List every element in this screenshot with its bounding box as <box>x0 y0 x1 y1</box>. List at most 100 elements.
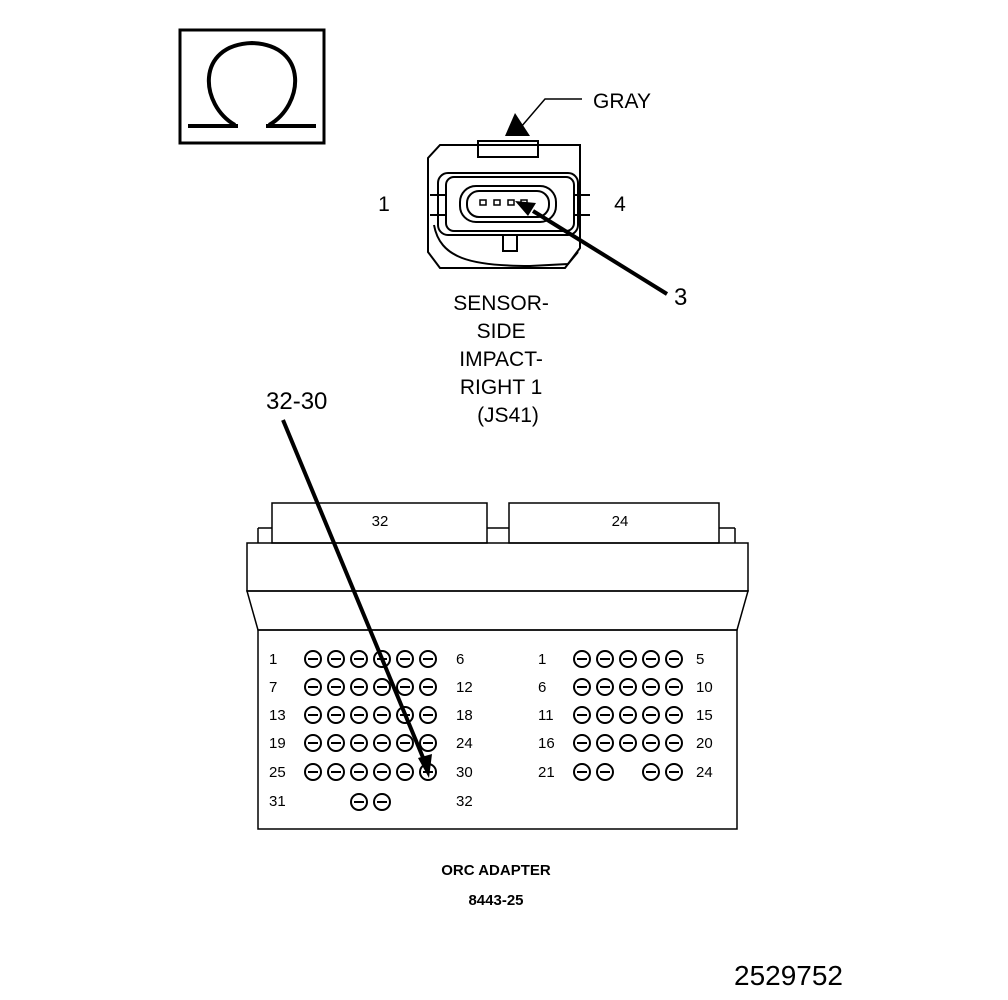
pin-hole <box>596 734 614 752</box>
adapter-pin-leader-arrow <box>418 754 432 778</box>
pin-hole <box>350 706 368 724</box>
pin-hole <box>573 706 591 724</box>
pin-hole <box>642 678 660 696</box>
pin-hole <box>327 763 345 781</box>
pin-hole <box>665 650 683 668</box>
right-header-label: 24 <box>612 513 629 530</box>
pin-hole <box>619 706 637 724</box>
pin-hole <box>642 734 660 752</box>
pin-hole <box>304 763 322 781</box>
left-pin-holes <box>304 650 437 811</box>
pin-hole <box>573 763 591 781</box>
sensor-connector <box>427 140 590 269</box>
sensor-name-line: RIGHT 1 <box>460 376 542 399</box>
pin-hole <box>373 734 391 752</box>
row-start-label: 6 <box>538 679 546 696</box>
sensor-pin-4-label: 4 <box>614 193 626 216</box>
row-start-label: 13 <box>269 707 286 724</box>
row-end-label: 32 <box>456 793 473 810</box>
row-end-label: 24 <box>456 735 473 752</box>
pin-hole <box>304 650 322 668</box>
row-end-label: 18 <box>456 707 473 724</box>
row-end-label: 6 <box>456 651 464 668</box>
right-pin-holes <box>573 650 683 781</box>
pin-hole <box>327 706 345 724</box>
row-start-label: 31 <box>269 793 286 810</box>
pin-hole <box>596 650 614 668</box>
pin-hole <box>596 678 614 696</box>
sensor-pin-1-label: 1 <box>378 193 390 216</box>
row-start-label: 25 <box>269 764 286 781</box>
row-start-label: 19 <box>269 735 286 752</box>
pin-hole <box>642 706 660 724</box>
pin-hole <box>396 678 414 696</box>
adapter-title: ORC ADAPTER <box>441 862 551 879</box>
gray-leader-arrow <box>505 113 530 136</box>
adapter-pin-leader-line <box>281 419 426 761</box>
pin-3-leader-line <box>531 209 669 296</box>
pin-hole <box>327 678 345 696</box>
pin-hole <box>373 763 391 781</box>
row-end-label: 12 <box>456 679 473 696</box>
orc-adapter-body <box>246 502 749 830</box>
row-start-label: 11 <box>538 707 554 724</box>
pin-hole <box>642 650 660 668</box>
pin-hole <box>665 734 683 752</box>
pin-hole <box>350 734 368 752</box>
pin-hole <box>419 706 437 724</box>
pin-hole <box>396 706 414 724</box>
pin-hole <box>373 706 391 724</box>
pin-hole <box>304 678 322 696</box>
pin-3-callout: 3 <box>674 284 687 311</box>
pin-hole <box>373 678 391 696</box>
pin-hole <box>350 678 368 696</box>
pin-hole <box>304 706 322 724</box>
row-start-label: 1 <box>538 651 546 668</box>
pin-hole <box>350 650 368 668</box>
pin-hole <box>419 678 437 696</box>
pin-hole <box>665 763 683 781</box>
row-start-label: 1 <box>269 651 277 668</box>
row-start-label: 21 <box>538 764 555 781</box>
pin-hole <box>573 678 591 696</box>
pin-hole <box>396 763 414 781</box>
pin-hole <box>596 706 614 724</box>
row-end-label: 10 <box>696 679 713 696</box>
pin-3-leader-arrow <box>515 201 536 216</box>
pin-hole <box>327 650 345 668</box>
sensor-name-line: SIDE <box>477 320 526 343</box>
ohmmeter-icon <box>178 28 326 145</box>
pin-hole <box>619 734 637 752</box>
pin-hole <box>619 678 637 696</box>
sensor-name-line: IMPACT- <box>459 348 543 371</box>
pin-hole <box>573 650 591 668</box>
left-pin-block: 1 6 7 12 13 18 19 24 25 30 31 32 <box>269 651 473 810</box>
pin-hole <box>665 706 683 724</box>
pin-hole <box>419 734 437 752</box>
adapter-pin-callout: 32-30 <box>266 388 327 415</box>
pin-hole <box>573 734 591 752</box>
right-pin-block: 1 5 6 10 11 15 16 20 21 24 <box>538 651 713 781</box>
pin-hole <box>596 763 614 781</box>
sensor-name: SENSOR- SIDE IMPACT- RIGHT 1 (JS41) <box>453 292 555 427</box>
adapter-part-number: 8443-25 <box>468 892 523 909</box>
pin-hole <box>396 650 414 668</box>
sensor-name-line: SENSOR- <box>453 292 549 315</box>
row-start-label: 7 <box>269 679 277 696</box>
pin-hole <box>396 734 414 752</box>
figure-id: 2529752 <box>734 960 843 991</box>
pin-hole <box>327 734 345 752</box>
row-start-label: 16 <box>538 735 555 752</box>
pin-hole <box>642 763 660 781</box>
pin-hole <box>419 650 437 668</box>
row-end-label: 30 <box>456 764 473 781</box>
row-end-label: 20 <box>696 735 713 752</box>
left-header-label: 32 <box>372 513 389 530</box>
pin-hole <box>373 650 391 668</box>
pin-hole <box>304 734 322 752</box>
pin-hole <box>373 793 391 811</box>
row-end-label: 15 <box>696 707 713 724</box>
row-end-label: 5 <box>696 651 704 668</box>
pin-hole <box>350 763 368 781</box>
row-end-label: 24 <box>696 764 713 781</box>
